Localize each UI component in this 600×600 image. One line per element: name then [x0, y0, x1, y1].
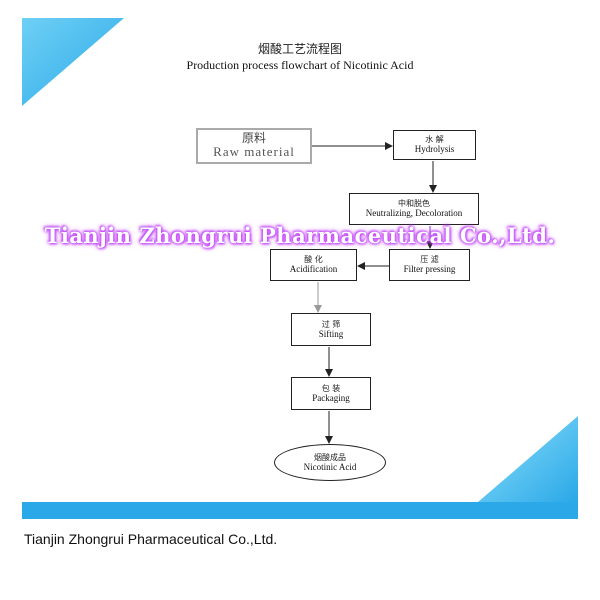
node-raw-material-zh: 原料: [241, 130, 266, 145]
node-sifting-zh: 过 筛: [321, 319, 341, 329]
node-raw-material: 原料 Raw material: [196, 128, 312, 164]
node-product-en: Nicotinic Acid: [303, 461, 357, 472]
node-filter-pressing-en: Filter pressing: [403, 264, 456, 275]
diagram-title-en: Production process flowchart of Nicotini…: [186, 58, 414, 72]
corner-triangle-bottom-right: [478, 416, 578, 502]
node-acidification: 酸 化 Acidification: [270, 249, 357, 281]
node-nicotinic-acid-product: 烟酸成品 Nicotinic Acid: [274, 444, 386, 481]
node-packaging: 包 装 Packaging: [291, 377, 371, 410]
accent-stripe: [22, 502, 578, 519]
node-acidification-zh: 酸 化: [304, 255, 323, 265]
node-hydrolysis: 水 解 Hydrolysis: [393, 130, 476, 160]
node-packaging-en: Packaging: [312, 392, 350, 403]
node-sifting: 过 筛 Sifting: [291, 313, 371, 346]
node-hydrolysis-zh: 水 解: [425, 135, 444, 145]
company-footer: Tianjin Zhongrui Pharmaceutical Co.,Ltd.: [24, 531, 278, 547]
node-neutralizing-en: Neutralizing, Decoloration: [365, 208, 463, 219]
node-filter-pressing: 压 滤 Filter pressing: [389, 249, 470, 281]
node-product-zh: 烟酸成品: [314, 452, 346, 462]
company-watermark: Tianjin Zhongrui Pharmaceutical Co.,Ltd.: [44, 223, 556, 248]
diagram-title-zh: 烟酸工艺流程图: [257, 42, 342, 56]
node-neutralizing-zh: 中和脱色: [398, 199, 430, 209]
node-packaging-zh: 包 装: [321, 383, 341, 393]
node-raw-material-en: Raw material: [213, 144, 295, 160]
node-hydrolysis-en: Hydrolysis: [414, 144, 455, 155]
node-sifting-en: Sifting: [318, 328, 344, 339]
node-acidification-en: Acidification: [289, 264, 338, 275]
node-neutralizing: 中和脱色 Neutralizing, Decoloration: [349, 193, 479, 225]
corner-triangle-top-left: [22, 18, 124, 106]
node-filter-pressing-zh: 压 滤: [420, 255, 439, 265]
